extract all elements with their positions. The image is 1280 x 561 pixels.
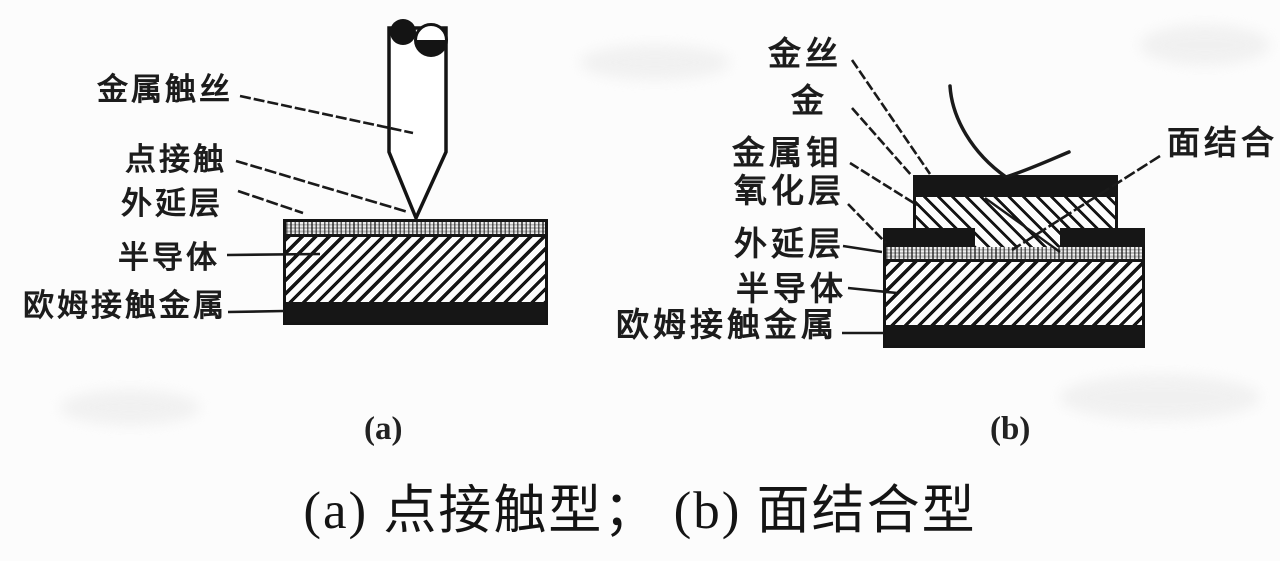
gold-wire-curve <box>948 84 1071 179</box>
junction-structure <box>883 228 1145 348</box>
scan-noise <box>1140 25 1270 65</box>
label-epitaxial-a: 外延层 <box>121 186 223 221</box>
label-point-contact: 点接触 <box>125 142 227 177</box>
gold-cap-plate <box>913 175 1118 197</box>
label-oxide: 氧化层 <box>734 174 845 210</box>
epitaxial-layer-a <box>286 222 545 234</box>
label-semiconductor-b: 半导体 <box>736 272 847 308</box>
whisker-needle <box>387 19 448 223</box>
leader-whisker <box>239 94 414 135</box>
layer-divider-a <box>286 234 545 237</box>
point-contact-structure <box>283 219 548 325</box>
layer-divider-b <box>886 259 1142 262</box>
ohmic-metal-layer-a <box>286 302 545 322</box>
leader-gold <box>851 107 913 177</box>
figure-caption: (a) 点接触型； (b) 面结合型 <box>303 482 977 540</box>
leader-semiconductor-b <box>847 286 898 295</box>
leader-junction <box>1011 154 1161 252</box>
label-metal-whisker: 金属触丝 <box>97 72 233 107</box>
leader-epitaxial-a <box>237 189 304 215</box>
semiconductor-layer-b <box>886 262 1142 325</box>
label-ohmic-b: 欧姆接触金属 <box>616 308 838 344</box>
label-epitaxial-b: 外延层 <box>734 227 845 263</box>
label-gold: 金 <box>791 84 828 120</box>
oxide-layer-left <box>883 228 975 247</box>
scan-noise <box>60 390 200 425</box>
label-gold-wire: 金丝 <box>768 37 842 73</box>
needle-ball-left <box>390 19 416 45</box>
leader-point-contact <box>235 159 409 214</box>
semiconductor-layer-a <box>286 237 545 302</box>
junction-cross-line <box>984 197 1061 253</box>
label-ohmic-a: 欧姆接触金属 <box>23 288 227 323</box>
leader-semiconductor-a <box>226 252 321 257</box>
needle-ball-right-shade <box>415 40 447 56</box>
scan-noise <box>580 45 730 80</box>
leader-ohmic-a <box>227 309 285 314</box>
leader-oxide <box>847 203 887 244</box>
leader-epitaxial-b <box>842 244 883 254</box>
label-molybdenum: 金属钼 <box>732 136 843 172</box>
leader-gold-wire <box>850 59 932 175</box>
label-junction: 面结合 <box>1167 126 1278 162</box>
oxide-layer-right <box>1060 228 1145 247</box>
label-semiconductor-a: 半导体 <box>118 240 220 275</box>
epitaxial-layer-b <box>886 247 1142 259</box>
scan-noise <box>1060 375 1260 420</box>
panel-a-tag: (a) <box>364 411 403 447</box>
ohmic-metal-layer-b <box>886 325 1142 345</box>
leader-molybdenum <box>849 161 918 207</box>
panel-b-tag: (b) <box>990 411 1031 447</box>
